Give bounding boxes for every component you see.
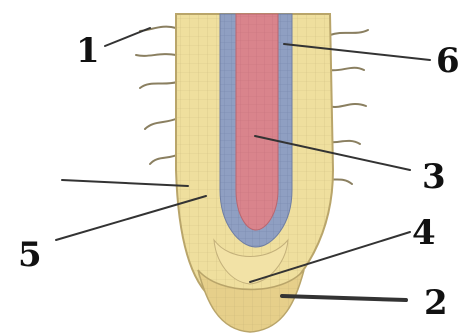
label-5: 5 [18, 235, 42, 275]
root-hair [145, 118, 178, 129]
root-hair [329, 68, 364, 71]
label-3: 3 [422, 157, 446, 197]
label-2: 2 [424, 283, 448, 323]
label-4: 4 [412, 213, 436, 253]
label-6: 6 [436, 41, 460, 81]
label-1: 1 [76, 31, 100, 71]
root-hair [328, 104, 366, 107]
root-hair [150, 154, 179, 164]
leader-line-2 [282, 296, 406, 300]
leader-line-1 [105, 28, 150, 46]
root-hair [140, 82, 177, 88]
root-hair [136, 54, 176, 56]
leader-line-side [62, 180, 188, 186]
root-hair [330, 30, 368, 35]
stele-core-cells [236, 14, 278, 230]
